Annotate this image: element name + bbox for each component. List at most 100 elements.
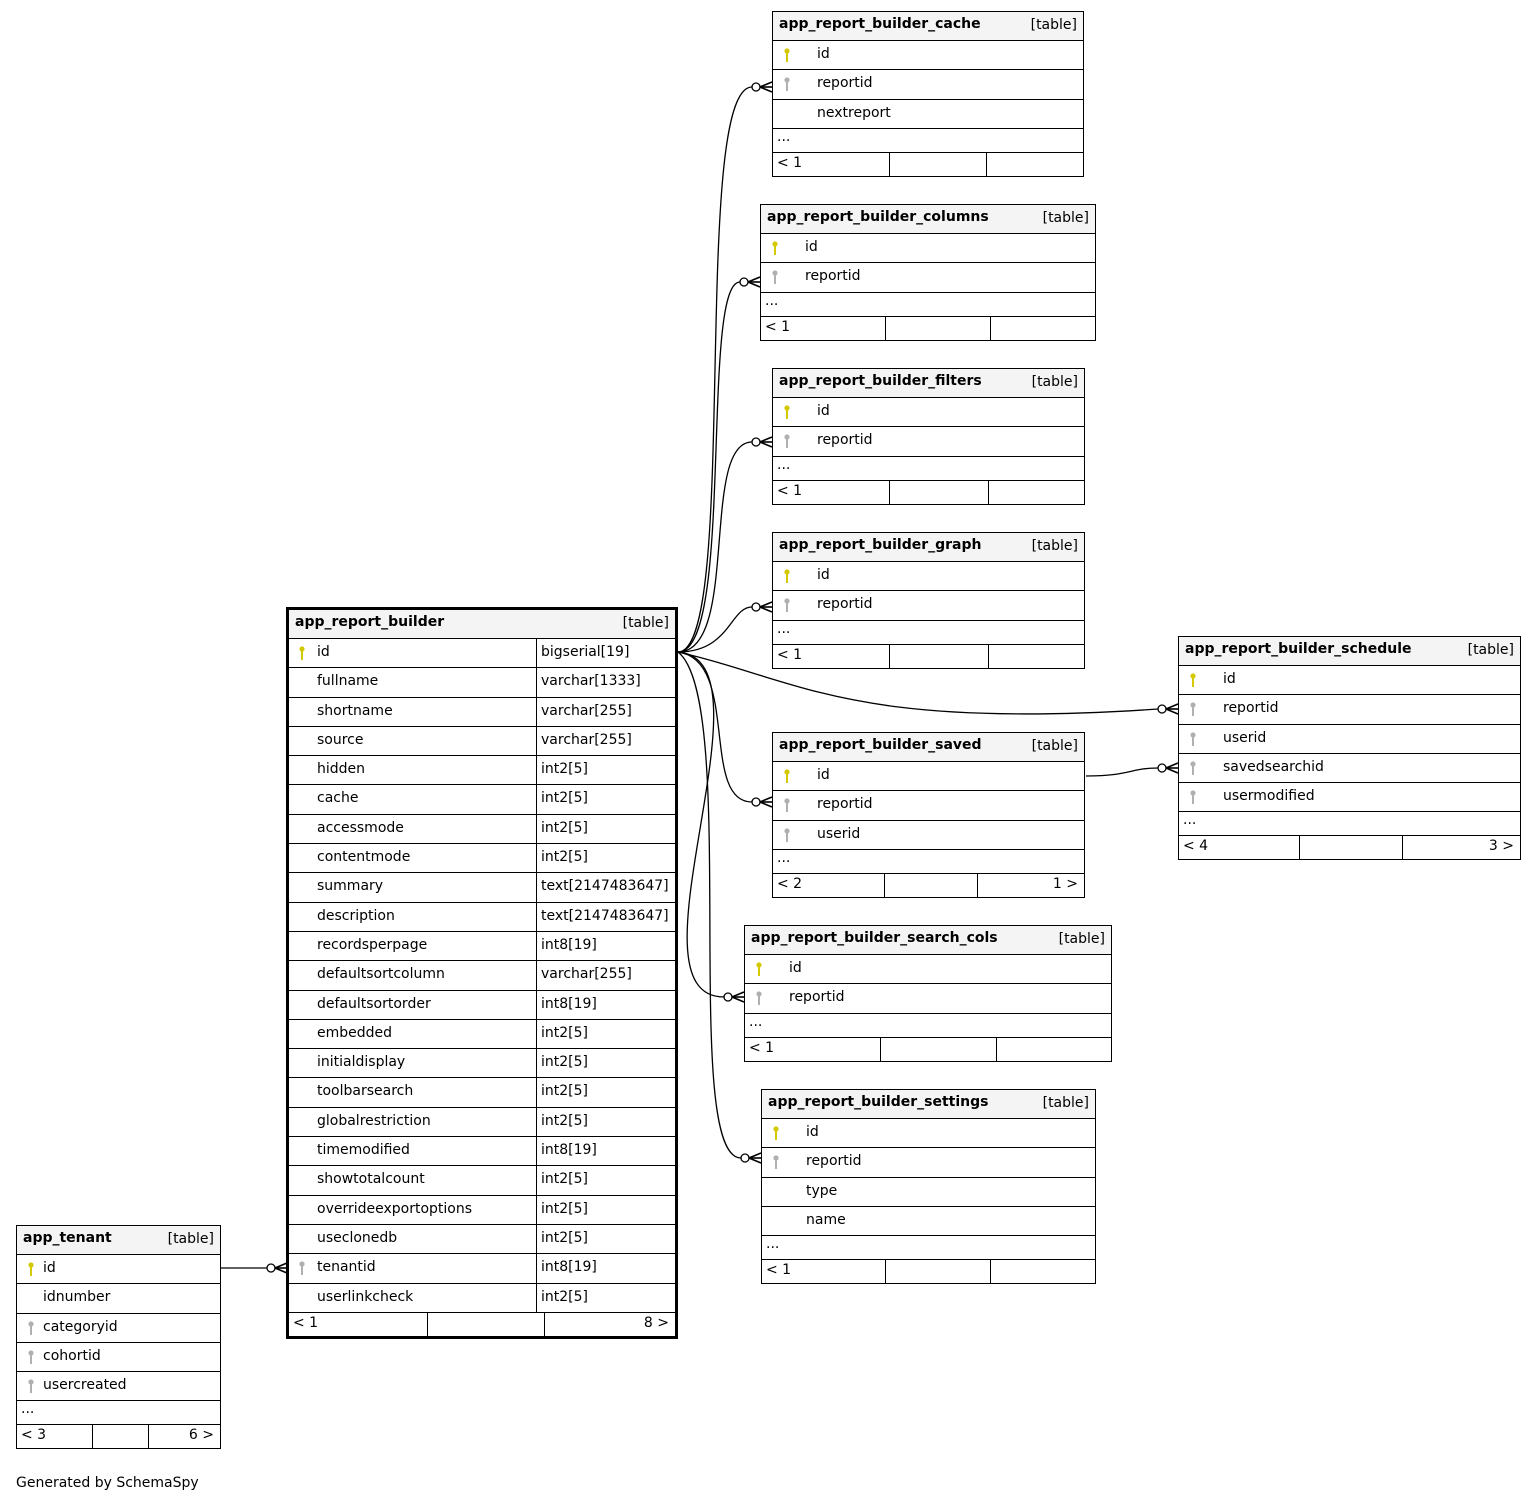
children-count[interactable]: 3 >: [1488, 838, 1514, 855]
more-columns-row[interactable]: ...: [773, 457, 1084, 481]
column-row[interactable]: usermodified: [1179, 783, 1520, 813]
parents-count[interactable]: < 1: [777, 482, 803, 499]
more-columns-row[interactable]: ...: [773, 850, 1084, 874]
column-row[interactable]: reportid: [773, 70, 1083, 100]
more-columns-row[interactable]: ...: [762, 1236, 1095, 1261]
column-row[interactable]: reportid: [773, 791, 1084, 821]
column-row[interactable]: reportid: [1179, 695, 1520, 725]
more-columns-row[interactable]: ...: [761, 293, 1095, 317]
parents-count[interactable]: < 1: [749, 1039, 775, 1056]
column-row[interactable]: cohortid: [17, 1343, 220, 1373]
column-row[interactable]: idnumber: [17, 1284, 220, 1314]
column-row[interactable]: type: [762, 1178, 1095, 1207]
parents-count[interactable]: < 1: [777, 154, 803, 171]
column-row[interactable]: name: [762, 1207, 1095, 1237]
footer-divider: [996, 1037, 997, 1061]
parents-count[interactable]: < 1: [777, 646, 803, 663]
relationship-saved-schedule: [1085, 767, 1159, 777]
column-type: int8[19]: [541, 1259, 597, 1276]
column-row[interactable]: id: [773, 398, 1084, 428]
parents-count[interactable]: < 1: [766, 1262, 792, 1279]
more-columns-row[interactable]: ...: [745, 1014, 1111, 1038]
crows-foot-icon: [759, 436, 773, 443]
column-row[interactable]: savedsearchid: [1179, 754, 1520, 784]
parents-count[interactable]: < 1: [765, 318, 791, 335]
column-type: bigserial[19]: [541, 644, 630, 660]
column-row[interactable]: reportid: [761, 263, 1095, 293]
column-row[interactable]: reportid: [745, 984, 1111, 1014]
column-row[interactable]: categoryid: [17, 1314, 220, 1343]
crows-foot-icon: [274, 1262, 288, 1269]
column-row[interactable]: id: [745, 955, 1111, 985]
more-columns-row[interactable]: ...: [17, 1401, 220, 1426]
column-row[interactable]: reportid: [762, 1148, 1095, 1178]
column-name: toolbarsearch: [317, 1083, 414, 1100]
column-divider: [536, 1224, 537, 1254]
column-type: int2[5]: [541, 819, 588, 836]
column-row[interactable]: id: [761, 234, 1095, 264]
parents-count[interactable]: < 2: [777, 875, 803, 892]
column-row[interactable]: id: [773, 762, 1084, 792]
column-name: id: [1223, 671, 1236, 687]
table-footer: < 1: [761, 316, 1095, 340]
table-header: app_report_builder_graph[table]: [773, 533, 1084, 562]
column-row[interactable]: id: [773, 41, 1083, 71]
column-row[interactable]: id: [17, 1255, 220, 1285]
column-row[interactable]: usercreated: [17, 1372, 220, 1402]
column-row[interactable]: nextreport: [773, 100, 1083, 129]
more-columns-row[interactable]: ...: [773, 129, 1083, 153]
column-row[interactable]: reportid: [773, 427, 1084, 457]
column-row[interactable]: id: [1179, 666, 1520, 696]
column-row[interactable]: userid: [1179, 725, 1520, 754]
children-count[interactable]: 1 >: [1052, 875, 1078, 892]
parents-count[interactable]: < 4: [1183, 838, 1209, 855]
column-row[interactable]: id: [773, 562, 1084, 592]
more-columns-row[interactable]: ...: [773, 621, 1084, 645]
column-divider: [536, 931, 537, 961]
children-count[interactable]: 6 >: [188, 1427, 214, 1444]
column-row[interactable]: userid: [773, 821, 1084, 850]
footer-divider: [92, 1425, 93, 1449]
children-count[interactable]: 8 >: [643, 1314, 669, 1331]
footer-divider: [977, 873, 978, 897]
column-row[interactable]: reportid: [773, 591, 1084, 621]
more-columns-row[interactable]: ...: [1179, 812, 1520, 837]
parents-count[interactable]: < 1: [293, 1314, 319, 1331]
column-row[interactable]: id: [762, 1119, 1095, 1149]
parents-count[interactable]: < 3: [21, 1427, 47, 1444]
relationship-saved: [677, 651, 753, 803]
